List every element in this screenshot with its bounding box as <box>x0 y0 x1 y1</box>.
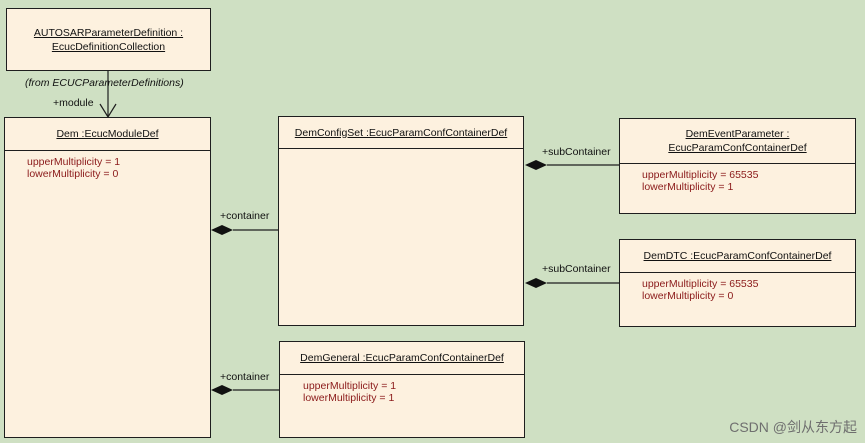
dem-dtc-title: DemDTC :EcucParamConfContainerDef <box>643 250 832 262</box>
dem-module-divider <box>5 150 210 151</box>
dem-event-title-line2: EcucParamConfContainerDef <box>668 142 807 154</box>
dem-module-box: Dem :EcucModuleDef upperMultiplicity = 1… <box>4 117 211 438</box>
composition-diamond-general <box>211 385 233 395</box>
dem-event-divider <box>620 163 855 164</box>
dem-configset-divider <box>279 148 523 149</box>
dem-event-parameter-title: DemEventParameter : EcucParamConfContain… <box>620 119 855 163</box>
composition-diamond-event <box>525 160 547 170</box>
autosar-title-line2: EcucDefinitionCollection <box>51 40 166 53</box>
dem-dtc-attributes: upperMultiplicity = 65535 lowerMultiplic… <box>620 273 855 302</box>
dem-dtc-lower-multiplicity: lowerMultiplicity = 0 <box>642 290 734 302</box>
composition-diamond-dtc <box>525 278 547 288</box>
subcontainer-role-label-event: +subContainer <box>542 146 611 158</box>
dem-general-lower-multiplicity: lowerMultiplicity = 1 <box>303 392 395 404</box>
dem-event-lower-multiplicity: lowerMultiplicity = 1 <box>642 181 734 193</box>
dem-dtc-box: DemDTC :EcucParamConfContainerDef upperM… <box>619 239 856 327</box>
dem-general-attributes: upperMultiplicity = 1 lowerMultiplicity … <box>280 375 524 404</box>
dem-module-lower-multiplicity: lowerMultiplicity = 0 <box>27 168 119 180</box>
dem-module-upper-multiplicity: upperMultiplicity = 1 <box>27 156 121 168</box>
dem-general-divider <box>280 374 524 375</box>
subcontainer-role-label-dtc: +subContainer <box>542 263 611 275</box>
dem-dtc-upper-multiplicity: upperMultiplicity = 65535 <box>642 278 759 290</box>
dem-module-title: Dem :EcucModuleDef <box>56 128 159 140</box>
dem-event-attributes: upperMultiplicity = 65535 lowerMultiplic… <box>620 164 855 193</box>
module-role-label: +module <box>53 97 94 109</box>
dem-event-upper-multiplicity: upperMultiplicity = 65535 <box>642 169 759 181</box>
watermark-text: CSDN @剑从东方起 <box>729 419 857 435</box>
dem-general-title: DemGeneral :EcucParamConfContainerDef <box>300 352 504 364</box>
container-role-label-general: +container <box>220 371 270 383</box>
autosar-definition-box: AUTOSARParameterDefinition : EcucDefinit… <box>6 8 211 71</box>
dem-general-box: DemGeneral :EcucParamConfContainerDef up… <box>279 341 525 438</box>
dem-configset-box: DemConfigSet :EcucParamConfContainerDef <box>278 116 524 326</box>
dem-event-title-line1: DemEventParameter : <box>685 128 790 140</box>
autosar-title-line1: AUTOSARParameterDefinition : <box>33 26 184 39</box>
composition-diamond-configset <box>211 225 233 235</box>
dem-event-parameter-box: DemEventParameter : EcucParamConfContain… <box>619 118 856 214</box>
dem-dtc-divider <box>620 272 855 273</box>
container-role-label-configset: +container <box>220 210 270 222</box>
dem-configset-title: DemConfigSet :EcucParamConfContainerDef <box>294 126 508 139</box>
autosar-definition-title: AUTOSARParameterDefinition : EcucDefinit… <box>7 9 210 70</box>
dem-module-attributes: upperMultiplicity = 1 lowerMultiplicity … <box>5 151 210 180</box>
dem-general-upper-multiplicity: upperMultiplicity = 1 <box>303 380 397 392</box>
from-package-note: (from ECUCParameterDefinitions) <box>25 77 184 89</box>
